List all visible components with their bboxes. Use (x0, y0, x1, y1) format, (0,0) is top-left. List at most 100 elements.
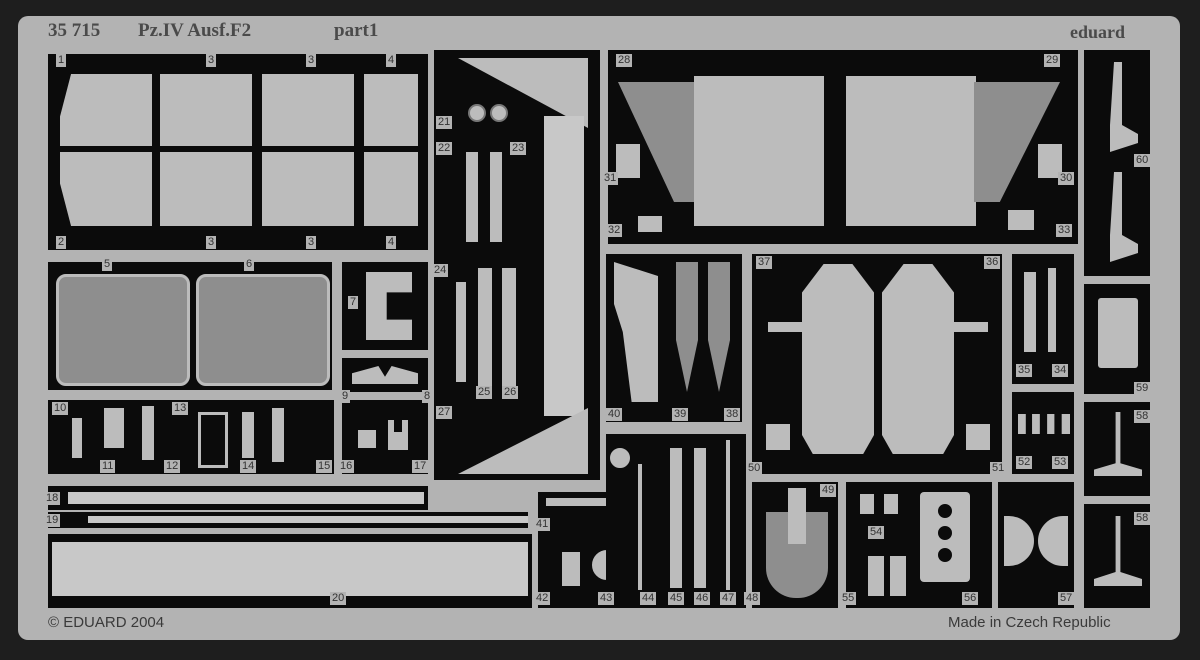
part-number: 7 (348, 296, 359, 309)
part-number: 23 (510, 142, 527, 155)
part-number: 4 (386, 54, 397, 67)
part-26 (502, 268, 516, 388)
part-number: 29 (1044, 54, 1061, 67)
part-number: 46 (694, 592, 711, 605)
origin-text: Made in Czech Republic (948, 614, 1111, 631)
model-name: Pz.IV Ausf.F2 (138, 20, 252, 41)
part-number: 14 (240, 460, 257, 473)
part-54-clamp-b (884, 494, 898, 514)
part-number: 26 (502, 386, 519, 399)
cutout-parts-34-35 (1012, 254, 1074, 384)
part-number: 9 (340, 390, 351, 403)
part-number: 37 (756, 256, 773, 269)
part-number: 47 (720, 592, 737, 605)
part-14 (242, 412, 254, 458)
part-number: 38 (724, 408, 741, 421)
part-21-disc-a (468, 104, 486, 122)
part-45 (670, 448, 682, 588)
part-29-panel (846, 76, 976, 226)
part-36-bar (954, 322, 988, 332)
cutout-parts-36-37 (752, 254, 1002, 474)
part-28-panel (694, 76, 824, 226)
part-number: 51 (990, 462, 1007, 475)
part-number: 2 (56, 236, 67, 249)
part-number: 21 (436, 116, 453, 129)
part-12 (142, 406, 154, 460)
part-number: 18 (44, 492, 61, 505)
part-54-clamp-a (860, 494, 874, 514)
part-number: 5 (102, 258, 113, 271)
brand-logo: eduard (1070, 22, 1126, 42)
part-5-hatch (56, 274, 190, 386)
part-number: 32 (606, 224, 623, 237)
part-56-hole-b (936, 524, 954, 542)
part-37-bar (768, 322, 802, 332)
set-number: 35 715 (48, 20, 101, 41)
copyright-text: © EDUARD 2004 (48, 614, 165, 631)
part-number: 4 (386, 236, 397, 249)
part-number: 56 (962, 592, 979, 605)
part-24 (456, 282, 466, 382)
part-number: 39 (672, 408, 689, 421)
part-31 (616, 144, 640, 178)
part-number: 48 (744, 592, 761, 605)
part-46 (694, 448, 706, 588)
part-number: 3 (306, 54, 317, 67)
part-49-bracket (966, 424, 990, 450)
part-number: 24 (432, 264, 449, 277)
part-37-fender (802, 264, 874, 454)
part-20-plate (52, 542, 528, 596)
part-35 (1024, 272, 1036, 352)
cutout-parts-10-15 (48, 400, 334, 474)
part-number: 53 (1052, 456, 1069, 469)
part-59-box (1098, 298, 1138, 368)
part-50-bracket (766, 424, 790, 450)
part-number: 3 (306, 236, 317, 249)
part-56-hole-c (936, 546, 954, 564)
part-number: 49 (820, 484, 837, 497)
part-number: 8 (422, 390, 433, 403)
part-17 (388, 420, 408, 450)
part-number: 59 (1134, 382, 1151, 395)
part-48-shovel-handle (788, 488, 806, 544)
part-11 (104, 408, 124, 448)
part-27-long-bar (544, 116, 584, 416)
part-number: 28 (616, 54, 633, 67)
part-number: 20 (330, 592, 347, 605)
part-number: 11 (100, 460, 116, 473)
part-number: 3 (206, 236, 217, 249)
part-34 (1048, 268, 1056, 352)
part-number: 54 (868, 526, 885, 539)
part-number: 42 (534, 592, 551, 605)
part-55-a (868, 556, 884, 596)
part-47 (726, 440, 730, 590)
part-13 (198, 412, 228, 468)
part-number: 33 (1056, 224, 1073, 237)
part-number: 17 (412, 460, 429, 473)
part-number: 45 (668, 592, 685, 605)
part-number: 25 (476, 386, 493, 399)
part-number: 44 (640, 592, 657, 605)
part-label: part1 (334, 20, 379, 41)
part-number: 36 (984, 256, 1001, 269)
part-32 (638, 216, 662, 232)
part-number: 58 (1134, 410, 1151, 423)
part-number: 35 (1016, 364, 1033, 377)
part-number: 34 (1052, 364, 1069, 377)
part-44-disc (610, 448, 630, 468)
part-15 (272, 408, 284, 462)
photo-etch-fret: 35 715 Pz.IV Ausf.F2 part1 eduard (18, 16, 1180, 640)
part-number: 22 (436, 142, 453, 155)
part-19-strip (88, 516, 528, 523)
part-number: 43 (598, 592, 615, 605)
part-number: 58 (1134, 512, 1151, 525)
part-number: 55 (840, 592, 857, 605)
part-18-strip (68, 492, 424, 504)
part-number: 40 (606, 408, 623, 421)
part-number: 27 (436, 406, 453, 419)
part-number: 3 (206, 54, 217, 67)
part-number: 41 (534, 518, 551, 531)
part-number: 15 (316, 460, 333, 473)
part-number: 30 (1058, 172, 1075, 185)
part-44 (638, 464, 642, 590)
